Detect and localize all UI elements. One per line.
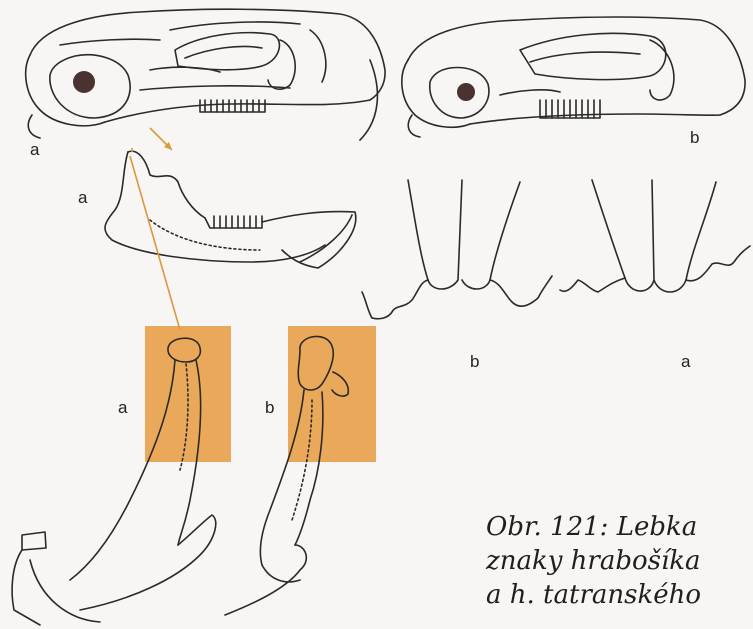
label-process-b: b (265, 398, 274, 418)
label-skull-a: a (30, 140, 39, 160)
pointer-jaw-to-process (130, 156, 180, 330)
pointer-arrows (130, 128, 180, 330)
caption-line-1: Obr. 121: Lebka (486, 510, 701, 544)
label-jaw-a: a (78, 188, 87, 208)
label-incisor-b: b (470, 352, 479, 372)
label-incisor-a: a (681, 352, 690, 372)
skull-b-eye (457, 83, 475, 101)
skull-b-drawing (402, 17, 745, 137)
incisors-b-drawing (362, 180, 552, 319)
jaw-a-drawing (105, 151, 356, 268)
caption-line-3: a h. tatranského (486, 578, 701, 612)
caption-line-2: znaky hrabošíka (486, 544, 701, 578)
figure-caption: Obr. 121: Lebka znaky hrabošíka a h. tat… (486, 510, 701, 612)
incisors-a-drawing (560, 180, 750, 292)
label-skull-b: b (690, 128, 699, 148)
label-process-a: a (118, 398, 127, 418)
skull-a-eye (73, 71, 95, 93)
